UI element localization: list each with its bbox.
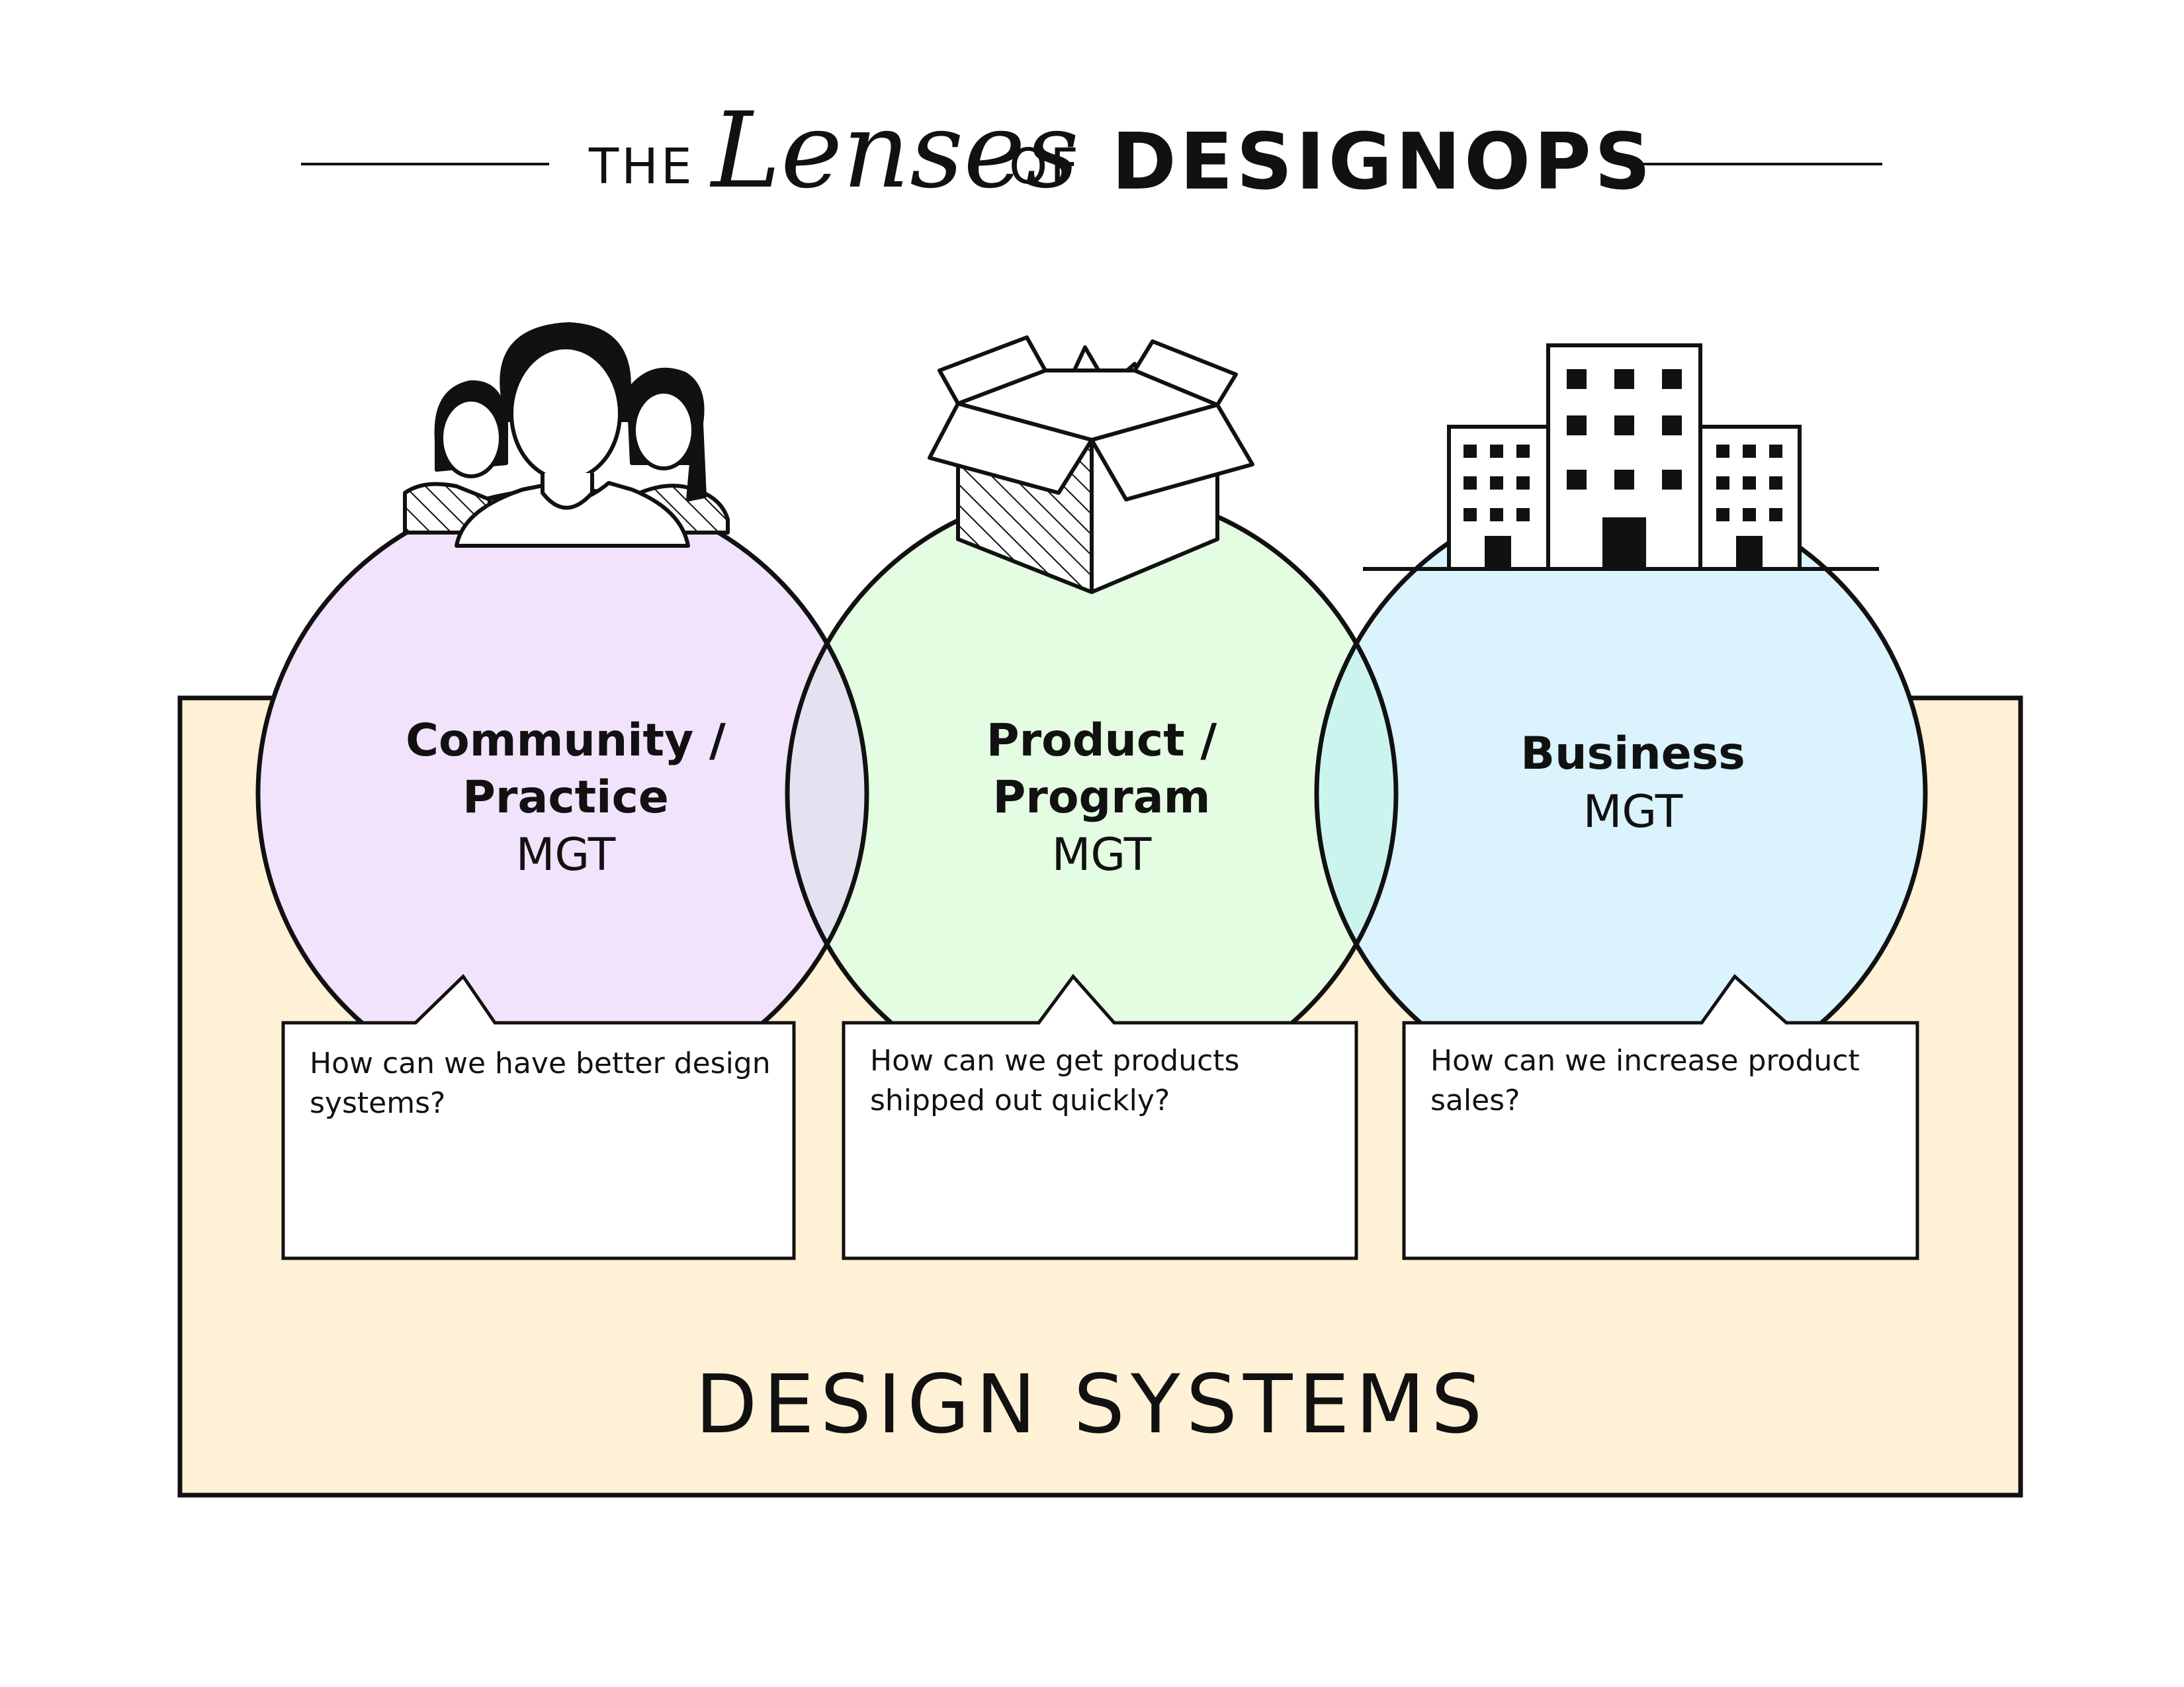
question-line: sales? <box>1430 1084 1520 1117</box>
page-title: THE Lenses OF DESIGNOPS <box>301 90 1882 212</box>
people-icon <box>403 322 730 548</box>
lens-title-line: Community / <box>406 714 726 767</box>
lens-label-product: Product / Program MGT <box>986 714 1217 881</box>
title-prefix: THE <box>588 138 695 195</box>
lens-label-community: Community / Practice MGT <box>406 714 726 881</box>
question-callout-business: How can we increase product sales? <box>1402 974 1919 1260</box>
box-icon <box>928 335 1254 594</box>
lens-title-line: Product / <box>986 714 1217 767</box>
title-connector: OF <box>1009 138 1081 195</box>
question-line: How can we increase product <box>1430 1044 1860 1078</box>
title-main: DESIGNOPS <box>1112 116 1654 207</box>
lens-label-business: Business MGT <box>1520 728 1745 838</box>
lens-circle-community <box>258 490 867 1098</box>
design-systems-label: DESIGN SYSTEMS <box>695 1358 1489 1451</box>
lens-suffix: MGT <box>516 829 616 881</box>
lens-title-line: Practice <box>462 771 669 824</box>
lens-suffix: MGT <box>1052 829 1152 881</box>
lens-circle-product <box>787 490 1396 1098</box>
question-line: How can we get products <box>870 1044 1239 1078</box>
question-line: shipped out quickly? <box>870 1084 1170 1117</box>
lens-circle-business <box>1317 490 1925 1098</box>
lens-title-line: Business <box>1520 728 1745 780</box>
question-line: systems? <box>310 1086 445 1120</box>
question-callout-product: How can we get products shipped out quic… <box>842 974 1358 1260</box>
question-callout-community: How can we have better design systems? <box>281 974 796 1260</box>
buildings-icon <box>1363 343 1879 571</box>
title-script: Lenses <box>709 90 1079 212</box>
question-line: How can we have better design <box>310 1047 771 1080</box>
lens-suffix: MGT <box>1583 786 1683 838</box>
lens-title-line: Program <box>992 771 1210 824</box>
